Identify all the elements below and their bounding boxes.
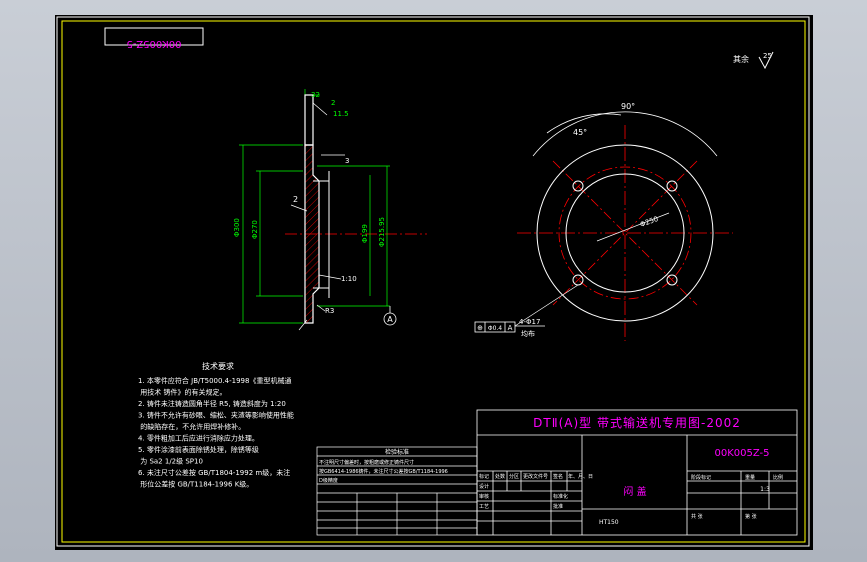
role-label: 标准化 bbox=[553, 493, 568, 500]
bolt-circle bbox=[558, 166, 692, 300]
note-line: 形位公差按 GB/T1184-1996 K级。 bbox=[138, 480, 253, 489]
dim-mark-3: 3 bbox=[345, 157, 349, 165]
cad-drawing-sheet: 00K005Z-5 其余 25 bbox=[55, 15, 813, 550]
mirrored-drawing-code: 00K005Z-5 bbox=[126, 38, 181, 49]
bolt-hole bbox=[666, 274, 678, 286]
bolt-hole bbox=[666, 180, 678, 192]
drawing-canvas: 00K005Z-5 其余 25 bbox=[56, 16, 810, 547]
grid-label: 签名 bbox=[553, 473, 563, 480]
mirrored-code-box: 00K005Z-5 bbox=[104, 27, 204, 49]
cover-rim bbox=[304, 94, 314, 146]
material: HT150 bbox=[599, 519, 619, 526]
bolt-hole bbox=[572, 180, 584, 192]
grid-label: 更改文件号 bbox=[523, 473, 548, 480]
angle-arc-90 bbox=[532, 111, 718, 157]
right-label: 重量 bbox=[745, 474, 755, 481]
dim-r3: R3 bbox=[325, 307, 334, 315]
dim-d300: Φ300 bbox=[233, 218, 241, 237]
angle-90-label: 90° bbox=[621, 102, 635, 111]
grid-label: 年、月、日 bbox=[568, 473, 593, 480]
role-label: 审核 bbox=[479, 493, 489, 500]
angle-arc-45 bbox=[546, 113, 622, 134]
note-line: 2. 铸件未注铸造圆角半径 R5, 铸造斜度为 1:20 bbox=[138, 399, 286, 408]
inner-circle bbox=[565, 173, 685, 293]
inspection-row: 按GB6414-1986铸件，未注尺寸公差按GB/T1184-1996 bbox=[319, 468, 448, 475]
note-line: 的缺陷存在，不允许用焊补修补。 bbox=[138, 422, 245, 431]
tolerance-value: Φ0.4 bbox=[488, 325, 502, 332]
note-line: 1. 本零件应符合 JB/T5000.4-1998《重型机械通 bbox=[138, 376, 291, 385]
notes-heading: 技术要求 bbox=[202, 361, 234, 371]
inspection-row: 不注明尺寸偏差时，按粗磨或修正铸件尺寸 bbox=[319, 459, 414, 466]
roughness-value: 25 bbox=[763, 52, 772, 60]
note-line: 6. 未注尺寸公差按 GB/T1804-1992 m级，未注 bbox=[138, 468, 290, 477]
inner-frame bbox=[61, 20, 806, 543]
dim-d270: Φ270 bbox=[251, 220, 259, 239]
dim-d250: Φ250 bbox=[639, 215, 659, 229]
dim-top-b: 11.5 bbox=[333, 110, 349, 118]
role-label: 工艺 bbox=[479, 504, 489, 510]
notes-body: 1. 本零件应符合 JB/T5000.4-1998《重型机械通 用技术 铸件》的… bbox=[138, 376, 294, 489]
inspection-table-header: 检验标准 bbox=[385, 448, 409, 456]
note-line: 4. 零件粗加工后应进行消除应力处理。 bbox=[138, 434, 259, 443]
hole-note-evenly: 均布 bbox=[521, 329, 535, 338]
drawing-series-title: DTⅡ(A)型 带式输送机专用图-2002 bbox=[533, 415, 741, 430]
front-view: 90° 45° Φ250 4-Φ17 均布 ⊕ Φ0.4 A bbox=[474, 102, 733, 341]
role-label: 批准 bbox=[553, 503, 563, 510]
outer-flange-circle bbox=[536, 144, 714, 322]
datum-a-circle bbox=[383, 312, 397, 326]
roughness-label: 其余 bbox=[733, 54, 749, 64]
grid-label: 处数 bbox=[495, 473, 505, 480]
grid-label: 标记 bbox=[479, 473, 489, 480]
position-tolerance-frame: ⊕ Φ0.4 A bbox=[474, 321, 516, 333]
note-line: 为 Sa2 1/2级 SP10 bbox=[138, 457, 203, 466]
datum-a-label: A bbox=[387, 315, 393, 324]
inspection-table: 检验标准 不注明尺寸偏差时，按粗磨或修正铸件尺寸 按GB6414-1986铸件，… bbox=[316, 446, 478, 536]
right-label: 比例 bbox=[773, 474, 783, 481]
roughness-note: 其余 25 bbox=[733, 51, 774, 70]
section-view: 32 2 11.5 3 2 Φ300 Φ270 Φ199 Φ215.95 1:1… bbox=[233, 89, 427, 331]
dim-slope: 1:10 bbox=[341, 275, 357, 283]
position-symbol-icon: ⊕ bbox=[477, 324, 483, 332]
dim-top-a: 2 bbox=[331, 99, 335, 107]
note-line: 5. 零件涂漆前表面除锈处理，除锈等级 bbox=[138, 445, 259, 454]
right-label: 阶段标记 bbox=[691, 474, 711, 481]
outer-frame bbox=[56, 16, 810, 547]
part-name: 闷 盖 bbox=[623, 485, 646, 498]
technical-notes: 技术要求 1. 本零件应符合 JB/T5000.4-1998《重型机械通 用技术… bbox=[138, 361, 294, 489]
role-label: 设计 bbox=[479, 483, 489, 490]
dim-d215: Φ215.95 bbox=[378, 217, 386, 247]
dim-d199: Φ199 bbox=[361, 224, 369, 243]
tolerance-datum: A bbox=[508, 324, 513, 332]
note-line: 用技术 铸件》的有关规定。 bbox=[138, 388, 226, 397]
roughness-symbol-icon bbox=[758, 51, 774, 70]
title-block: DTⅡ(A)型 带式输送机专用图-2002 00K005Z-5 闷 盖 HT15… bbox=[476, 409, 798, 536]
scale-value: 1:3 bbox=[760, 486, 770, 493]
dim-mark-2: 2 bbox=[293, 195, 298, 204]
grid-label: 分区 bbox=[509, 473, 519, 480]
right-label: 共 张 bbox=[691, 513, 703, 520]
right-label: 第 张 bbox=[745, 513, 757, 520]
inspection-row: D级精度 bbox=[319, 477, 338, 484]
hole-note: 4-Φ17 bbox=[519, 318, 540, 326]
note-line: 3. 铸件不允许有砂眼、缩松、夹渣等影响使用性能 bbox=[138, 411, 294, 420]
cover-section-body bbox=[304, 144, 320, 324]
drawing-code: 00K005Z-5 bbox=[714, 448, 769, 459]
dim-top-width: 32 bbox=[311, 91, 320, 99]
angle-45-label: 45° bbox=[573, 128, 587, 137]
